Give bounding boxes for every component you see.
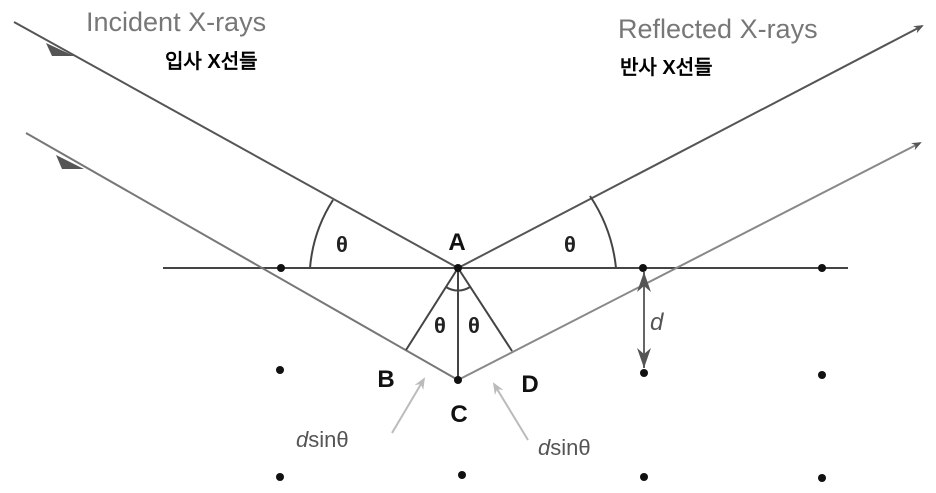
incident-arrow-lower-icon (56, 155, 84, 169)
d-arrow-up-icon (637, 272, 651, 292)
path-diff-right-var: d (538, 435, 551, 460)
atom-dot (818, 371, 826, 379)
angle-label-inner-right: θ (468, 313, 480, 338)
lattice-atoms (276, 264, 826, 482)
incident-ray-lower (25, 132, 459, 381)
atom-dot (639, 264, 647, 272)
atom-dot (818, 264, 826, 272)
line-a-b (405, 267, 459, 351)
atom-dot (454, 376, 462, 384)
line-a-d (457, 267, 513, 352)
incident-arrow-upper-icon (46, 43, 74, 56)
angle-label-inner-left: θ (434, 313, 446, 338)
angle-arc-inner (445, 286, 471, 292)
angle-label-right: θ (564, 232, 576, 257)
reflected-ray-upper (457, 25, 924, 269)
atom-dot (640, 369, 648, 377)
point-label-d: D (521, 371, 538, 398)
path-diff-label-left: dsinθ (296, 427, 349, 452)
atom-dot (458, 471, 466, 479)
reflected-label-en: Reflected X-rays (618, 14, 818, 44)
reflected-ray-lower (457, 142, 922, 381)
point-label-a: A (448, 229, 465, 256)
pointer-arrow-right (492, 382, 529, 441)
atom-dot (276, 366, 284, 374)
angle-arc-right (589, 195, 617, 269)
path-diff-left-text: sinθ (308, 427, 348, 452)
incident-label-en: Incident X-rays (86, 7, 266, 37)
path-diff-right-text: sinθ (550, 435, 590, 460)
incident-ray-upper (13, 21, 459, 269)
angle-arc-left (309, 199, 334, 269)
point-label-b: B (377, 366, 394, 393)
reflected-label-ko: 반사 X선들 (620, 56, 713, 79)
path-diff-label-right: dsinθ (538, 435, 591, 460)
d-arrow-down-icon (637, 348, 651, 368)
spacing-label-d: d (650, 309, 664, 336)
atom-dot (276, 473, 284, 481)
point-label-c: C (450, 401, 467, 428)
incident-label-ko: 입사 X선들 (165, 50, 258, 73)
path-diff-left-var: d (296, 427, 309, 452)
pointer-arrow-left (391, 377, 426, 434)
atom-dot (454, 264, 462, 272)
atom-dot (277, 264, 285, 272)
atom-dot (640, 473, 648, 481)
atom-dot (818, 474, 826, 482)
angle-label-left: θ (336, 232, 348, 257)
